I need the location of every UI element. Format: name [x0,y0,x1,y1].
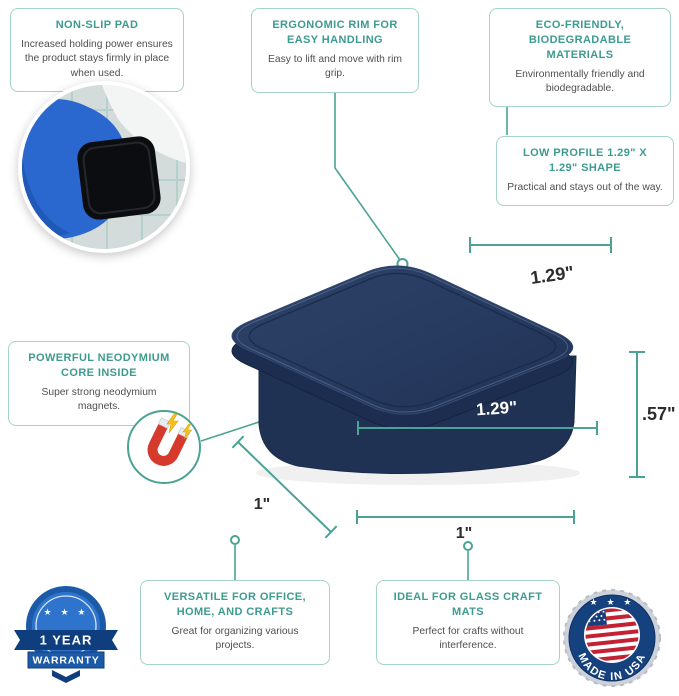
callout-title: NON-SLIP PAD [55,19,139,31]
magnet-badge [127,410,201,484]
callout-body: Environmentally friendly and biodegradab… [515,68,645,94]
warranty-line1: 1 YEAR [40,633,93,648]
dimension-height-label: .57" [642,404,676,424]
callout-title: VERSATILE FOR OFFICE, HOME, AND CRAFTS [163,591,307,618]
callout-non-slip-pad: NON-SLIP PAD Increased holding power ens… [10,8,184,93]
magnet-icon [147,413,193,466]
callout-title: LOW PROFILE 1.29" X 1.29" SHAPE [522,147,648,174]
callout-body: Perfect for crafts without interference. [412,625,524,652]
product-closeup-photo [18,81,190,253]
product-rim-groove [248,272,557,408]
callout-low-profile: LOW PROFILE 1.29" X 1.29" SHAPE Practica… [496,136,674,207]
endpoint-circle [230,535,240,545]
warranty-badge: ★ ★ ★ 1 YEAR WARRANTY [14,586,118,683]
callout-title: ERGONOMIC RIM FOR EASY HANDLING [272,19,398,46]
photo-black-pad [77,136,161,220]
warranty-ribbon [14,630,118,650]
callout-ergonomic-rim: ERGONOMIC RIM FOR EASY HANDLING Easy to … [251,8,419,93]
product-lid-top [231,265,574,415]
endpoint-circle [463,541,473,551]
usa-stars-icon: ★ ★ ★ [590,598,635,608]
callout-title: POWERFUL NEODYMIUM CORE INSIDE [28,352,170,379]
callout-body: Practical and stays out of the way. [507,181,663,193]
callout-eco-friendly: ECO-FRIENDLY, BIODEGRADABLE MATERIALS En… [489,8,671,108]
warranty-chevron [52,670,80,683]
callout-body: Increased holding power ensures the prod… [21,38,173,79]
connector-magnet [200,420,263,442]
closeup-photo-art [22,85,186,249]
lightning-bolts-icon [166,413,193,440]
made-in-usa-badge: ★ ★ ★ MADE IN USA [563,589,661,687]
dimension-front-width-label: 1.29" [475,398,517,420]
callout-body: Great for organizing various projects. [171,625,299,652]
dimension-depth-label: 1" [254,496,270,513]
warranty-stars-icon: ★ ★ ★ [44,608,89,618]
product-render [231,265,580,485]
product-rim-highlight [236,267,569,413]
callout-body: Easy to lift and move with rim grip. [268,53,402,80]
horseshoe-magnet [147,417,191,466]
connector-ergonomic [334,86,401,261]
warranty-line2: WARRANTY [32,655,99,667]
dimension-lines [231,237,645,539]
callout-ideal-glass-mats: IDEAL FOR GLASS CRAFT MATS Perfect for c… [376,580,560,665]
callout-title: ECO-FRIENDLY, BIODEGRADABLE MATERIALS [528,19,632,61]
callout-title: IDEAL FOR GLASS CRAFT MATS [393,591,543,618]
usa-badge-scallop-edge [563,589,661,687]
dimension-bottom-width-label: 1" [456,525,472,542]
callout-versatile: VERSATILE FOR OFFICE, HOME, AND CRAFTS G… [140,580,330,665]
dimension-top-width-label: 1.29" [529,262,575,288]
callout-body: Super strong neodymium magnets. [41,386,157,413]
warranty-ribbon2 [27,651,105,669]
